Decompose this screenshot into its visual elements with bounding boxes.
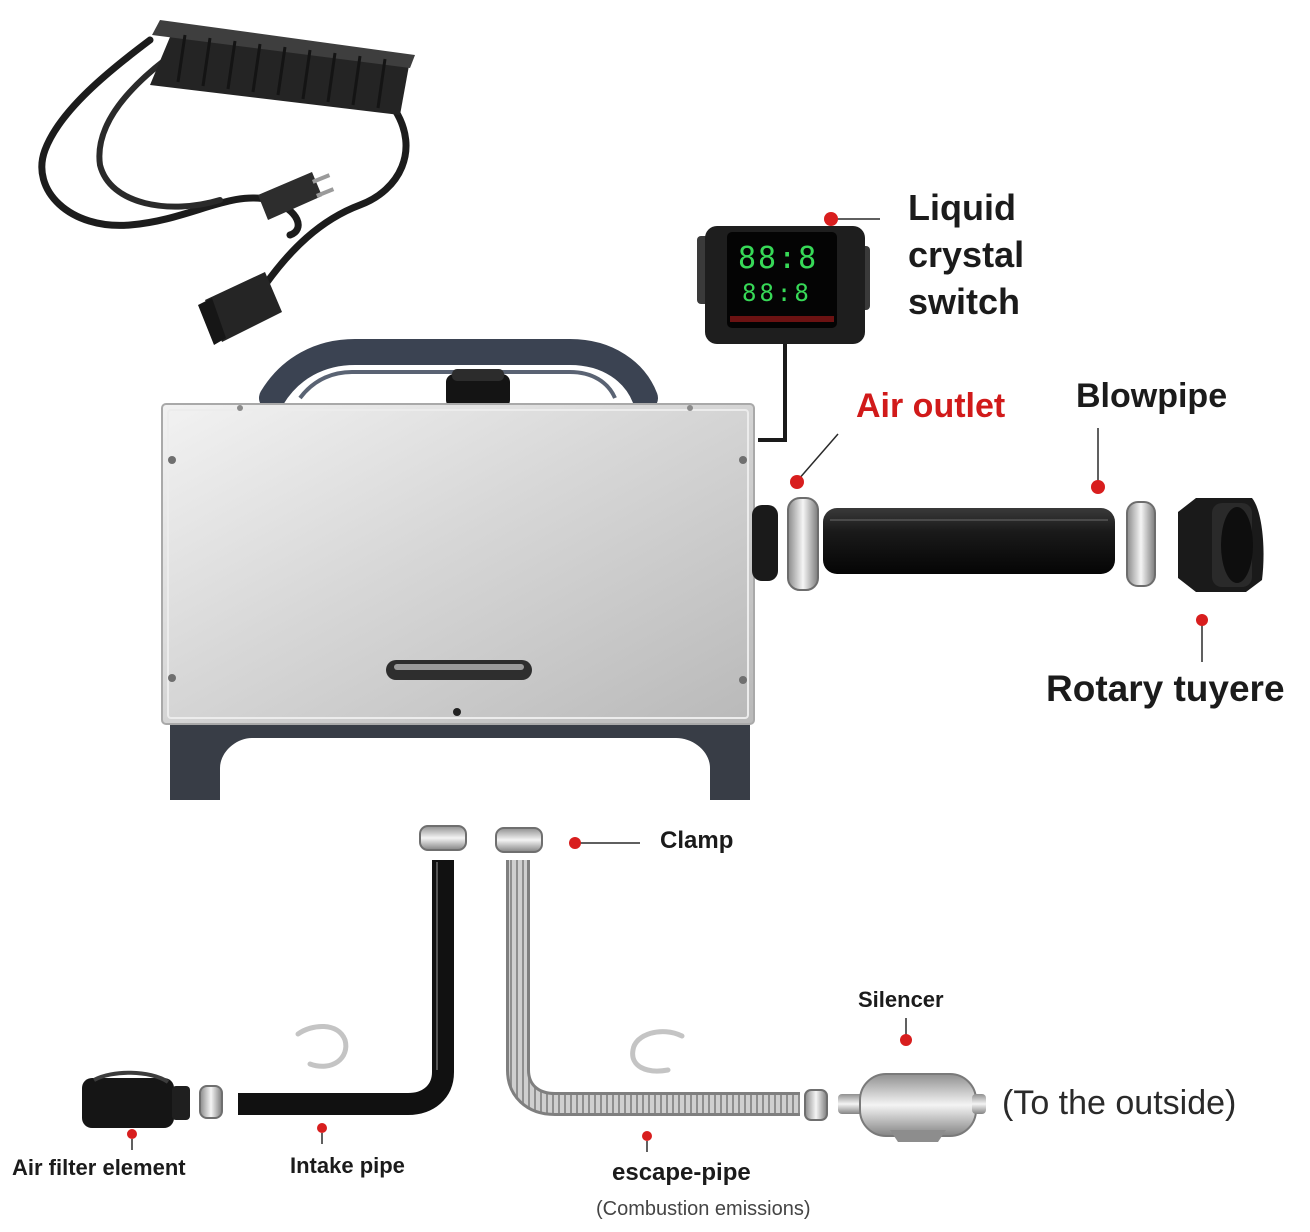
pipe-hooks bbox=[295, 1024, 685, 1074]
label-lcd-line2: crystal bbox=[908, 234, 1025, 275]
power-adapter bbox=[38, 20, 415, 345]
lcd-display-row1: 88:8 bbox=[738, 241, 819, 276]
label-to-outside: (To the outside) bbox=[1002, 1084, 1237, 1122]
heater-unit bbox=[161, 339, 778, 800]
label-air-filter: Air filter element bbox=[12, 1155, 186, 1180]
label-rotary-tuyere: Rotary tuyere bbox=[1046, 668, 1285, 709]
label-clamp: Clamp bbox=[660, 827, 734, 854]
intake-pipe bbox=[238, 860, 454, 1115]
escape-pipe bbox=[506, 860, 828, 1121]
label-combustion: (Combustion emissions) bbox=[596, 1198, 811, 1220]
leader-lines bbox=[578, 218, 1203, 1036]
label-intake-pipe: Intake pipe bbox=[290, 1153, 405, 1178]
label-escape-pipe: escape-pipe bbox=[612, 1159, 751, 1186]
label-lcd-line1: Liquid bbox=[908, 187, 1016, 228]
label-air-outlet: Air outlet bbox=[856, 387, 1006, 425]
lcd-switch bbox=[697, 226, 870, 442]
blowpipe-assembly bbox=[787, 497, 1264, 592]
label-silencer: Silencer bbox=[858, 987, 944, 1012]
label-lcd-line3: switch bbox=[908, 281, 1021, 322]
lcd-display-row2: 88:8 bbox=[742, 279, 812, 307]
marker-dots bbox=[127, 212, 1208, 1141]
label-blowpipe: Blowpipe bbox=[1076, 377, 1228, 415]
silencer bbox=[838, 1073, 986, 1142]
clamps bbox=[419, 825, 543, 853]
air-filter bbox=[82, 1070, 223, 1128]
